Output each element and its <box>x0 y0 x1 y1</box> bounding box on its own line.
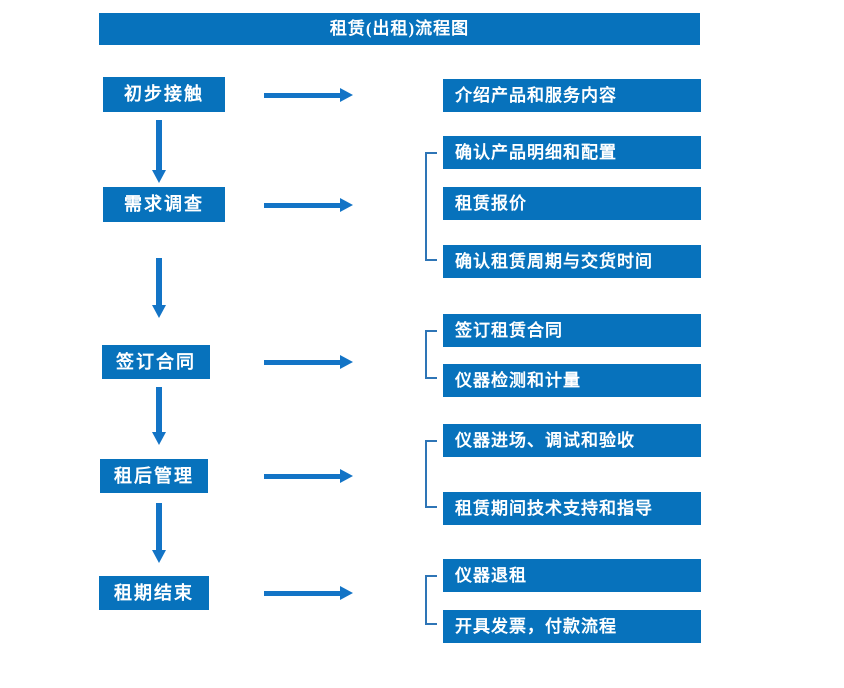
arrow-head <box>340 355 353 369</box>
arrow-shaft <box>156 387 162 432</box>
step-box-demand-survey: 需求调查 <box>103 187 225 222</box>
arrow-right-icon <box>264 586 353 600</box>
group-bracket-3 <box>425 440 437 508</box>
detail-box-tech-support: 租赁期间技术支持和指导 <box>443 492 701 525</box>
arrow-right-icon <box>264 355 353 369</box>
detail-box-instrument-return: 仪器退租 <box>443 559 701 592</box>
arrow-shaft <box>264 359 340 365</box>
step-box-initial-contact: 初步接触 <box>103 77 225 112</box>
arrow-head <box>152 432 166 445</box>
group-bracket-1 <box>425 152 437 261</box>
arrow-right-icon <box>264 88 353 102</box>
detail-box-rental-quotation: 租赁报价 <box>443 187 701 220</box>
arrow-shaft <box>264 473 340 479</box>
detail-box-sign-rental-contract: 签订租赁合同 <box>443 314 701 347</box>
arrow-head <box>340 198 353 212</box>
arrow-down-icon <box>152 387 166 445</box>
detail-box-invoice-payment: 开具发票，付款流程 <box>443 610 701 643</box>
arrow-head <box>340 88 353 102</box>
arrow-shaft <box>156 120 162 170</box>
arrow-down-icon <box>152 503 166 563</box>
group-bracket-4 <box>425 575 437 625</box>
detail-box-instrument-setup-acceptance: 仪器进场、调试和验收 <box>443 424 701 457</box>
arrow-shaft <box>156 258 162 305</box>
group-bracket-2 <box>425 330 437 379</box>
arrow-head <box>152 170 166 183</box>
flowchart-title: 租赁(出租)流程图 <box>99 13 700 45</box>
detail-box-confirm-product-config: 确认产品明细和配置 <box>443 136 701 169</box>
arrow-head <box>340 586 353 600</box>
arrow-head <box>152 305 166 318</box>
arrow-shaft <box>156 503 162 550</box>
arrow-shaft <box>264 92 340 98</box>
detail-box-confirm-period-delivery: 确认租赁周期与交货时间 <box>443 245 701 278</box>
arrow-head <box>152 550 166 563</box>
step-box-post-rental-management: 租后管理 <box>100 459 208 493</box>
arrow-down-icon <box>152 258 166 318</box>
detail-box-instrument-testing: 仪器检测和计量 <box>443 364 701 397</box>
step-box-rental-end: 租期结束 <box>99 576 209 610</box>
arrow-right-icon <box>264 198 353 212</box>
arrow-shaft <box>264 590 340 596</box>
step-box-sign-contract: 签订合同 <box>102 345 210 379</box>
arrow-down-icon <box>152 120 166 183</box>
arrow-head <box>340 469 353 483</box>
detail-box-introduce-services: 介绍产品和服务内容 <box>443 79 701 112</box>
arrow-shaft <box>264 202 340 208</box>
arrow-right-icon <box>264 469 353 483</box>
